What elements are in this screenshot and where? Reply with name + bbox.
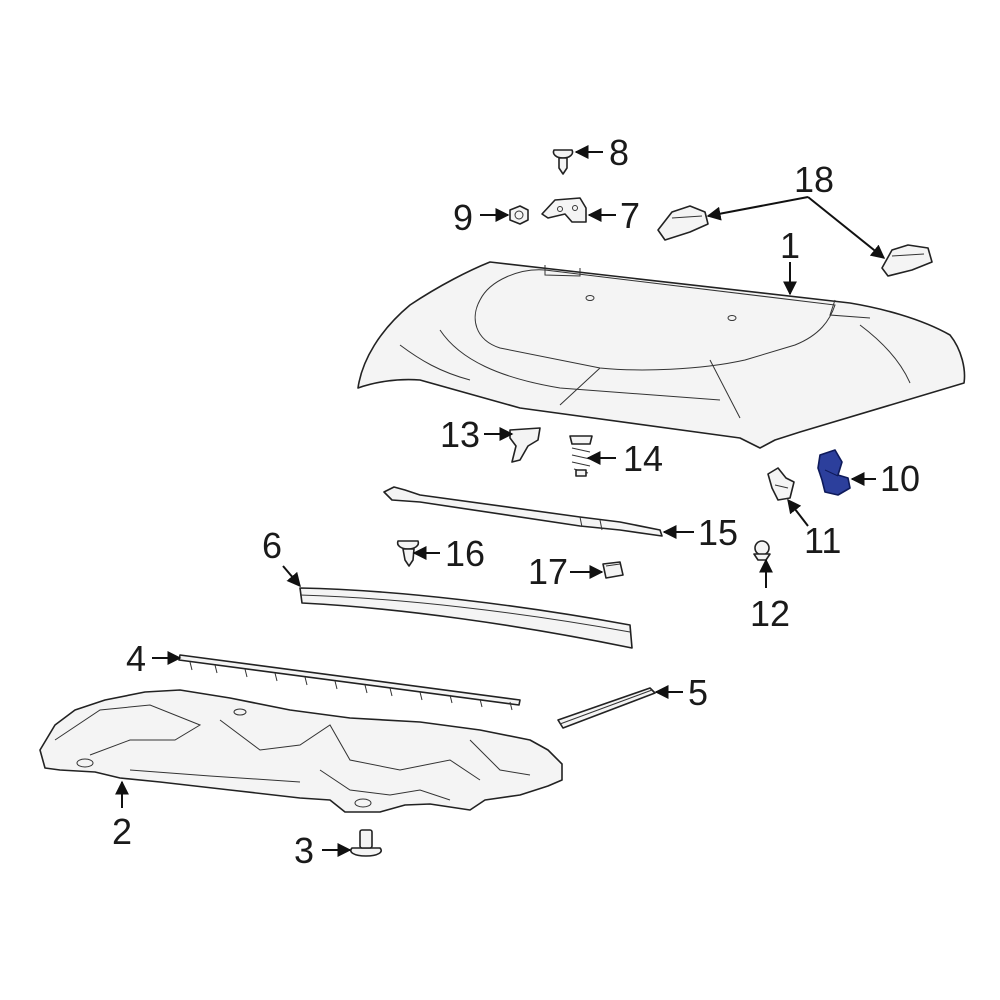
callout-7: 7 (620, 195, 640, 236)
hood-insulator-panel[interactable] (39, 689, 563, 813)
hood-stop[interactable] (602, 561, 624, 579)
callout-1: 1 (780, 225, 800, 266)
hood-panel[interactable] (357, 261, 966, 449)
leader-lines (115, 145, 886, 857)
callout-labels: 1 2 3 4 5 6 7 8 9 10 11 12 13 14 15 16 1… (112, 132, 920, 871)
callout-3: 3 (294, 830, 314, 871)
hood-bumper[interactable] (767, 467, 795, 501)
callout-15: 15 (698, 512, 738, 553)
callout-12: 12 (750, 593, 790, 634)
latch-bracket[interactable] (509, 427, 541, 463)
callout-16: 16 (445, 533, 485, 574)
front-seal-strip[interactable] (557, 687, 656, 729)
callout-14: 14 (623, 438, 663, 479)
callout-17: 17 (528, 551, 568, 592)
nut[interactable] (509, 205, 529, 225)
hinge-cover-right[interactable] (881, 244, 933, 277)
hinge-bracket[interactable] (541, 197, 587, 223)
callout-13: 13 (440, 414, 480, 455)
push-pin[interactable] (396, 540, 420, 567)
release-cable[interactable] (383, 486, 663, 537)
hinge-cover-left[interactable] (657, 205, 709, 241)
rear-weatherstrip[interactable] (299, 587, 633, 649)
callout-8: 8 (609, 132, 629, 173)
callout-5: 5 (688, 672, 708, 713)
bolt[interactable] (552, 149, 574, 175)
hood-bumper-highlighted[interactable] (817, 449, 851, 496)
push-retainer[interactable] (350, 829, 382, 857)
callout-9: 9 (453, 197, 473, 238)
callout-18: 18 (794, 159, 834, 200)
callout-4: 4 (126, 638, 146, 679)
callout-11: 11 (804, 520, 841, 561)
callout-6: 6 (262, 525, 282, 566)
callout-10: 10 (880, 458, 920, 499)
retainer-clip[interactable] (753, 540, 771, 561)
latch-striker-spring[interactable] (569, 435, 593, 477)
callout-2: 2 (112, 811, 132, 852)
